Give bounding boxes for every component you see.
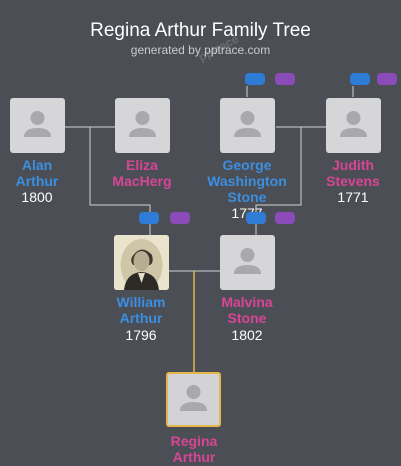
person-year-william: 1796 [125, 327, 157, 343]
person-silhouette-icon [340, 111, 367, 137]
last-name: Arthur [119, 310, 163, 326]
first-name: Judith [332, 157, 374, 173]
person-card-judith[interactable] [326, 98, 381, 153]
person-silhouette-icon [24, 111, 51, 137]
descent-line-to-malvina [255, 127, 302, 212]
person-name-george: George Washington Stone [192, 157, 302, 205]
person-card-regina[interactable] [166, 372, 221, 427]
person-name-william: William Arthur [86, 294, 196, 326]
person-name-judith: Judith Stevens [298, 157, 401, 189]
person-card-malvina[interactable] [220, 235, 275, 290]
last-name: Stone [227, 310, 267, 326]
person-name-eliza: Eliza MacHerg [87, 157, 197, 189]
expand-mother-judith-button[interactable] [377, 73, 397, 85]
first-name: Malvina [221, 294, 273, 310]
expand-mother-george-button[interactable] [275, 73, 295, 85]
person-silhouette-icon [180, 385, 207, 411]
person-silhouette-icon [234, 248, 261, 274]
expand-mother-malvina-button[interactable] [275, 212, 295, 224]
last-name: Stevens [326, 173, 380, 189]
last-name: Arthur [15, 173, 59, 189]
person-card-george[interactable] [220, 98, 275, 153]
middle-name: Washington [207, 173, 287, 189]
first-name: Regina [170, 433, 218, 449]
expand-father-george-button[interactable] [245, 73, 265, 85]
page-subtitle: generated by pptrace.com [130, 43, 271, 57]
last-name: MacHerg [112, 173, 172, 189]
person-card-william[interactable] [114, 235, 169, 290]
person-name-regina: Regina Arthur [139, 433, 249, 465]
person-silhouette-icon [129, 111, 156, 137]
expand-father-judith-button[interactable] [350, 73, 370, 85]
expand-father-william-button[interactable] [139, 212, 159, 224]
expand-father-malvina-button[interactable] [246, 212, 266, 224]
portrait-photo [114, 235, 169, 290]
expand-mother-william-button[interactable] [170, 212, 190, 224]
descent-line-to-william [89, 127, 151, 212]
first-name: George [222, 157, 272, 173]
first-name: William [116, 294, 166, 310]
first-name: Alan [21, 157, 53, 173]
person-year-alan: 1800 [21, 189, 53, 205]
person-card-eliza[interactable] [115, 98, 170, 153]
page-title: Regina Arthur Family Tree [90, 20, 311, 41]
last-name: Stone [227, 189, 267, 205]
person-silhouette-icon [234, 111, 261, 137]
person-card-alan[interactable] [10, 98, 65, 153]
last-name: Arthur [172, 449, 216, 465]
person-name-malvina: Malvina Stone [192, 294, 302, 326]
person-year-judith: 1771 [337, 189, 369, 205]
person-year-malvina: 1802 [231, 327, 263, 343]
person-name-alan: Alan Arthur [0, 157, 92, 189]
first-name: Eliza [126, 157, 158, 173]
